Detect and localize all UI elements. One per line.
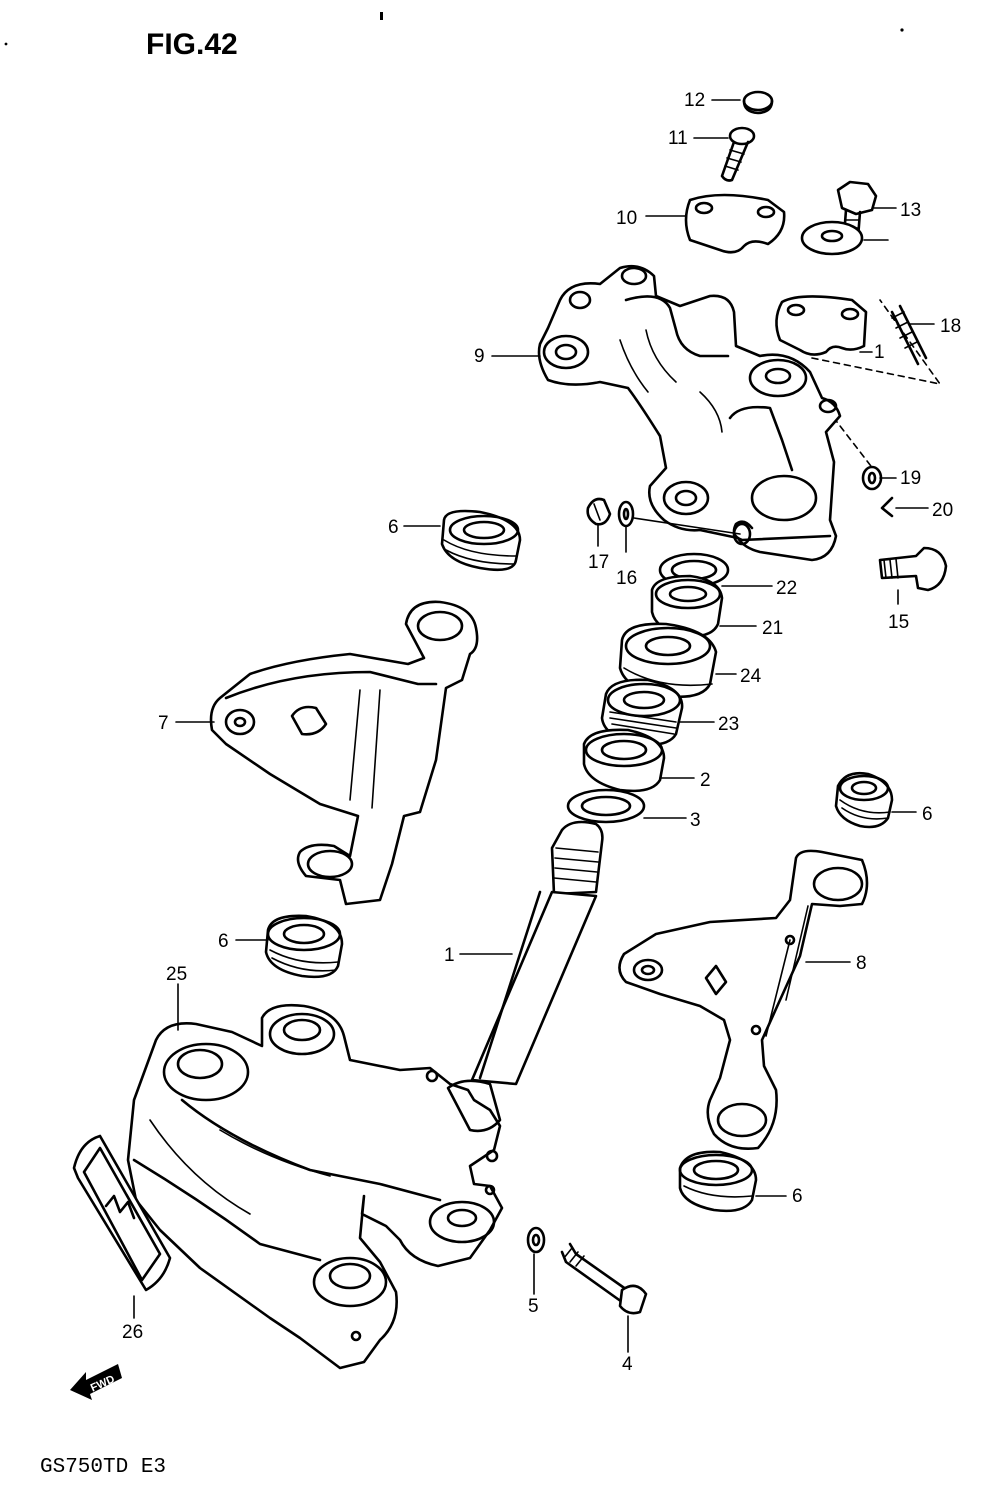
callout-18: 18	[940, 316, 961, 337]
part-6-seal-right-lower	[678, 1150, 758, 1213]
callout-25: 25	[166, 964, 187, 985]
part-21-race	[650, 574, 724, 638]
part-6-seal-left-middle	[264, 914, 344, 979]
part-2-bearing	[582, 728, 666, 793]
part-17-cap-nut	[586, 497, 612, 526]
figure-title: FIG.42	[146, 28, 238, 61]
part-9-upper-bracket	[537, 264, 842, 562]
part-clamp-upper-right	[775, 295, 868, 356]
part-20-clip	[880, 496, 894, 518]
callout-19: 19	[900, 468, 921, 489]
part-16-washer	[617, 500, 635, 528]
part-12-cap	[742, 90, 774, 115]
callout-3: 3	[690, 810, 701, 831]
part-7-left-bracket	[209, 600, 479, 906]
part-5-washer	[526, 1226, 546, 1254]
callout-21: 21	[762, 618, 783, 639]
callout-6a: 6	[388, 517, 399, 538]
callout-6b: 6	[922, 804, 933, 825]
part-4-bolt	[560, 1242, 648, 1315]
callout-22: 22	[776, 578, 797, 599]
callout-23: 23	[718, 714, 739, 735]
part-19-ring	[861, 465, 883, 491]
callout-24: 24	[740, 666, 762, 687]
leader-16-to-bracket	[633, 517, 741, 535]
part-10-clamp	[684, 193, 786, 254]
callout-26: 26	[122, 1322, 143, 1343]
part-26-label-plate	[72, 1134, 172, 1292]
part-18-stud	[890, 304, 928, 366]
callout-labels: 12 11 10 13 18 1 9 19 20 6 17 16 22 15 2…	[122, 90, 961, 1375]
callout-2: 2	[700, 770, 711, 791]
leader-lines	[133, 99, 935, 1353]
callout-15: 15	[888, 612, 909, 633]
callout-16: 16	[616, 568, 637, 589]
part-6-seal-upper-left	[440, 509, 522, 572]
callout-10: 10	[616, 208, 637, 229]
callout-1: 1	[444, 945, 455, 966]
guide-line-upper	[811, 299, 942, 386]
fwd-label: FWD	[89, 1373, 117, 1394]
part-8-right-bracket	[618, 849, 869, 1150]
callout-5: 5	[528, 1296, 539, 1317]
callout-13: 13	[900, 200, 921, 221]
part-15-pinch-bolt	[878, 546, 948, 592]
scan-specks	[4, 12, 904, 46]
part-25-lower-bracket	[126, 1003, 504, 1370]
callout-9: 9	[474, 346, 485, 367]
part-14-washer	[800, 220, 864, 256]
callout-7: 7	[158, 713, 169, 734]
callout-14: 1	[874, 342, 885, 363]
callout-11: 11	[668, 128, 688, 149]
part-6-seal-right-upper	[834, 771, 894, 829]
model-code: GS750TD E3	[40, 1456, 166, 1479]
callout-6d: 6	[792, 1186, 803, 1207]
part-3-washer	[566, 788, 646, 824]
fwd-arrow-icon: FWD	[70, 1364, 122, 1400]
callout-4: 4	[622, 1354, 633, 1375]
callout-20: 20	[932, 500, 953, 521]
callout-6c: 6	[218, 931, 229, 952]
part-1-steering-stem	[470, 820, 604, 1086]
callout-17: 17	[588, 552, 609, 573]
part-11-bolt	[720, 126, 756, 182]
callout-12: 12	[684, 90, 705, 111]
callout-8: 8	[856, 953, 867, 974]
